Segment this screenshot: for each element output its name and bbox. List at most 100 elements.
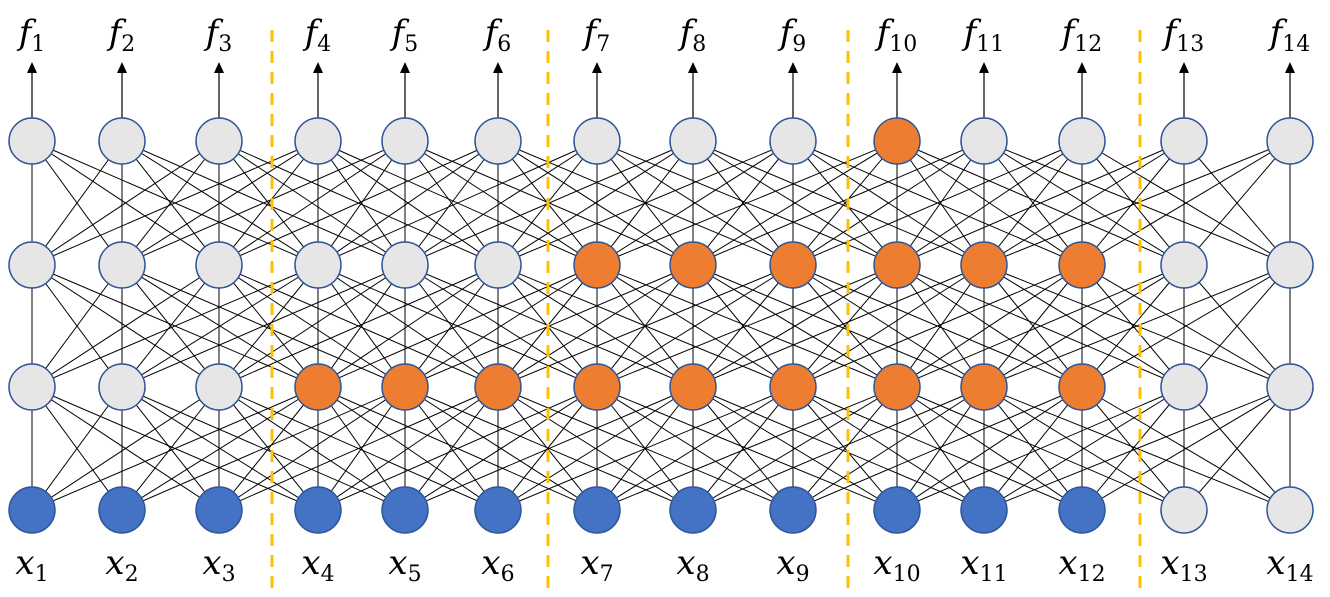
output-label: f5	[389, 13, 419, 57]
input-label: x9	[776, 543, 809, 587]
edge-line	[596, 264, 794, 388]
edge-line	[692, 140, 985, 266]
output-label: f6	[482, 13, 512, 57]
edge-line	[497, 386, 794, 511]
edge-line	[317, 140, 406, 266]
node-input	[669, 486, 717, 534]
node-hidden1	[1266, 363, 1314, 411]
node-hidden2	[381, 241, 429, 289]
edge-line	[983, 140, 1291, 266]
output-label: f8	[677, 13, 707, 57]
edge-line	[218, 140, 406, 266]
node-input	[294, 486, 342, 534]
output-label: f14	[1267, 13, 1311, 57]
edge-line	[218, 264, 319, 388]
edge-line	[983, 386, 1185, 511]
edge-line	[31, 140, 220, 266]
edge-line	[692, 386, 898, 511]
edge-line	[896, 264, 1185, 388]
node-input	[1266, 486, 1314, 534]
edge-line	[218, 264, 499, 388]
arrow-head-icon	[1077, 62, 1087, 73]
arrow-head-icon	[117, 62, 127, 73]
output-label: f7	[581, 13, 611, 57]
edge-line	[692, 264, 898, 388]
edge-line	[317, 264, 499, 388]
arrow-head-icon	[493, 62, 503, 73]
arrow-head-icon	[592, 62, 602, 73]
output-arrow-group	[27, 62, 1295, 118]
input-label: x13	[1160, 543, 1207, 587]
node-top	[1266, 117, 1314, 165]
node-input	[1058, 486, 1106, 534]
edge-line	[792, 386, 1083, 511]
node-hidden2	[669, 241, 717, 289]
edge-line	[692, 264, 794, 388]
node-input	[474, 486, 522, 534]
arrow-head-icon	[1285, 62, 1295, 73]
edge-line	[218, 386, 499, 511]
edge-line	[983, 386, 1083, 511]
node-hidden2	[1160, 241, 1208, 289]
node-hidden2	[8, 241, 56, 289]
node-hidden1	[474, 363, 522, 411]
edge-line	[1183, 386, 1291, 511]
input-label: x7	[580, 543, 613, 587]
node-top	[1160, 117, 1208, 165]
node-hidden2	[98, 241, 146, 289]
edge-line	[1081, 386, 1291, 511]
input-label: x4	[301, 543, 334, 587]
edge-line	[792, 264, 898, 388]
edge-line	[792, 386, 985, 511]
output-label: f13	[1161, 13, 1205, 57]
node-input	[381, 486, 429, 534]
input-label: x14	[1266, 543, 1313, 587]
edge-line	[121, 140, 220, 266]
edge-line	[896, 264, 985, 388]
edge-line	[983, 264, 1185, 388]
input-label: x6	[481, 543, 514, 587]
output-label: f3	[203, 13, 233, 57]
edge-line	[317, 140, 499, 266]
edge-line	[1183, 140, 1291, 266]
node-hidden2	[195, 241, 243, 289]
edge-line	[497, 386, 598, 511]
edge-line	[317, 386, 598, 511]
node-hidden2	[1266, 241, 1314, 289]
output-label: f4	[302, 13, 332, 57]
node-hidden1	[769, 363, 817, 411]
edge-line	[121, 264, 220, 388]
arrow-head-icon	[892, 62, 902, 73]
edge-line	[692, 386, 985, 511]
edge-line	[218, 140, 499, 266]
edge-line	[1081, 140, 1291, 266]
input-label: x2	[105, 543, 138, 587]
edge-line	[1081, 386, 1185, 511]
edge-line	[896, 264, 1083, 388]
output-label: f9	[777, 13, 807, 57]
input-label: x5	[388, 543, 421, 587]
edge-line	[404, 264, 499, 388]
output-label: f11	[961, 13, 1005, 57]
edge-line	[218, 386, 319, 511]
node-hidden2	[769, 241, 817, 289]
edge-line	[497, 386, 694, 511]
edge-line	[317, 264, 406, 388]
edge-line	[317, 386, 499, 511]
divider-group	[270, 30, 1142, 597]
input-label: x11	[960, 543, 1007, 587]
node-hidden2	[573, 241, 621, 289]
edge-line	[121, 264, 406, 388]
node-hidden2	[294, 241, 342, 289]
edge-line	[317, 386, 406, 511]
edge-line	[983, 386, 1291, 511]
node-top	[474, 117, 522, 165]
node-hidden1	[873, 363, 921, 411]
edge-line	[792, 140, 898, 266]
edge-line	[692, 386, 794, 511]
edge-line	[31, 386, 123, 511]
edge-line	[121, 140, 406, 266]
edge-line	[792, 386, 898, 511]
